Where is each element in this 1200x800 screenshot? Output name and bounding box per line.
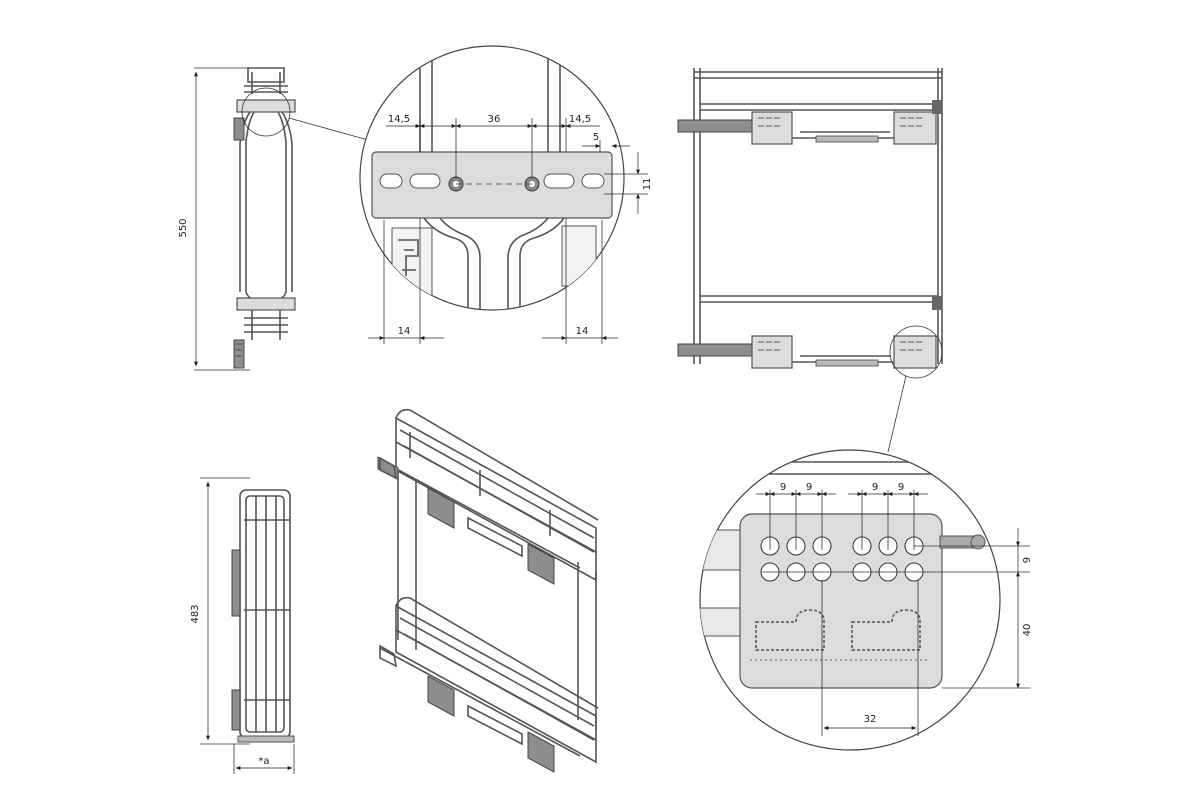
top-view-bracket-2 [893, 111, 937, 145]
iso-basket-top [377, 408, 599, 585]
detail-bottom-dim-hole-2: 9 [806, 482, 812, 493]
side-view-detail-leader [288, 117, 369, 141]
front-view-width-dim: *a [258, 756, 269, 767]
detail-bottom-dim-plate-height: 40 [1022, 624, 1033, 637]
detail-bottom-dim-hole-4: 9 [898, 482, 904, 493]
top-view-detail-ring [889, 325, 943, 379]
detail-top-dim-hole-spacing: 36 [488, 114, 501, 125]
top-view [677, 68, 943, 453]
detail-bottom-dim-slot-spacing: 32 [864, 714, 877, 725]
detail-top-dim-bottom-right: 14 [576, 326, 589, 337]
top-view-bracket-1 [751, 111, 793, 145]
detail-top-dim-left-edge: 14,5 [388, 114, 410, 125]
side-view-detail-ring [241, 87, 291, 137]
side-view-rack [233, 67, 296, 369]
detail-bottom-dim-hole-1: 9 [780, 482, 786, 493]
detail-bottom-dim-hole-3: 9 [872, 482, 878, 493]
detail-top-dim-right-edge: 14,5 [569, 114, 591, 125]
detail-top-dim-side: 5 [593, 132, 599, 143]
detail-top-plate [371, 151, 613, 219]
detail-top-dim-vertical: 11 [642, 178, 653, 191]
detail-top-dim-bottom-left: 14 [398, 326, 411, 337]
side-view: 550 [178, 67, 369, 371]
detail-bottom-plate [739, 513, 943, 689]
isometric-view [377, 408, 599, 773]
top-view-detail-leader [887, 375, 907, 453]
detail-top: 14,5 36 14,5 5 11 14 14 [359, 45, 653, 344]
front-view-height-dim: 483 [190, 604, 201, 623]
front-view: 483 *a [190, 477, 295, 774]
detail-bottom-dim-row-spacing: 9 [1022, 557, 1033, 563]
side-view-height-dim: 550 [178, 218, 189, 237]
iso-basket-bottom [379, 596, 599, 773]
detail-bottom: 9 9 9 9 9 40 32 [699, 449, 1033, 751]
